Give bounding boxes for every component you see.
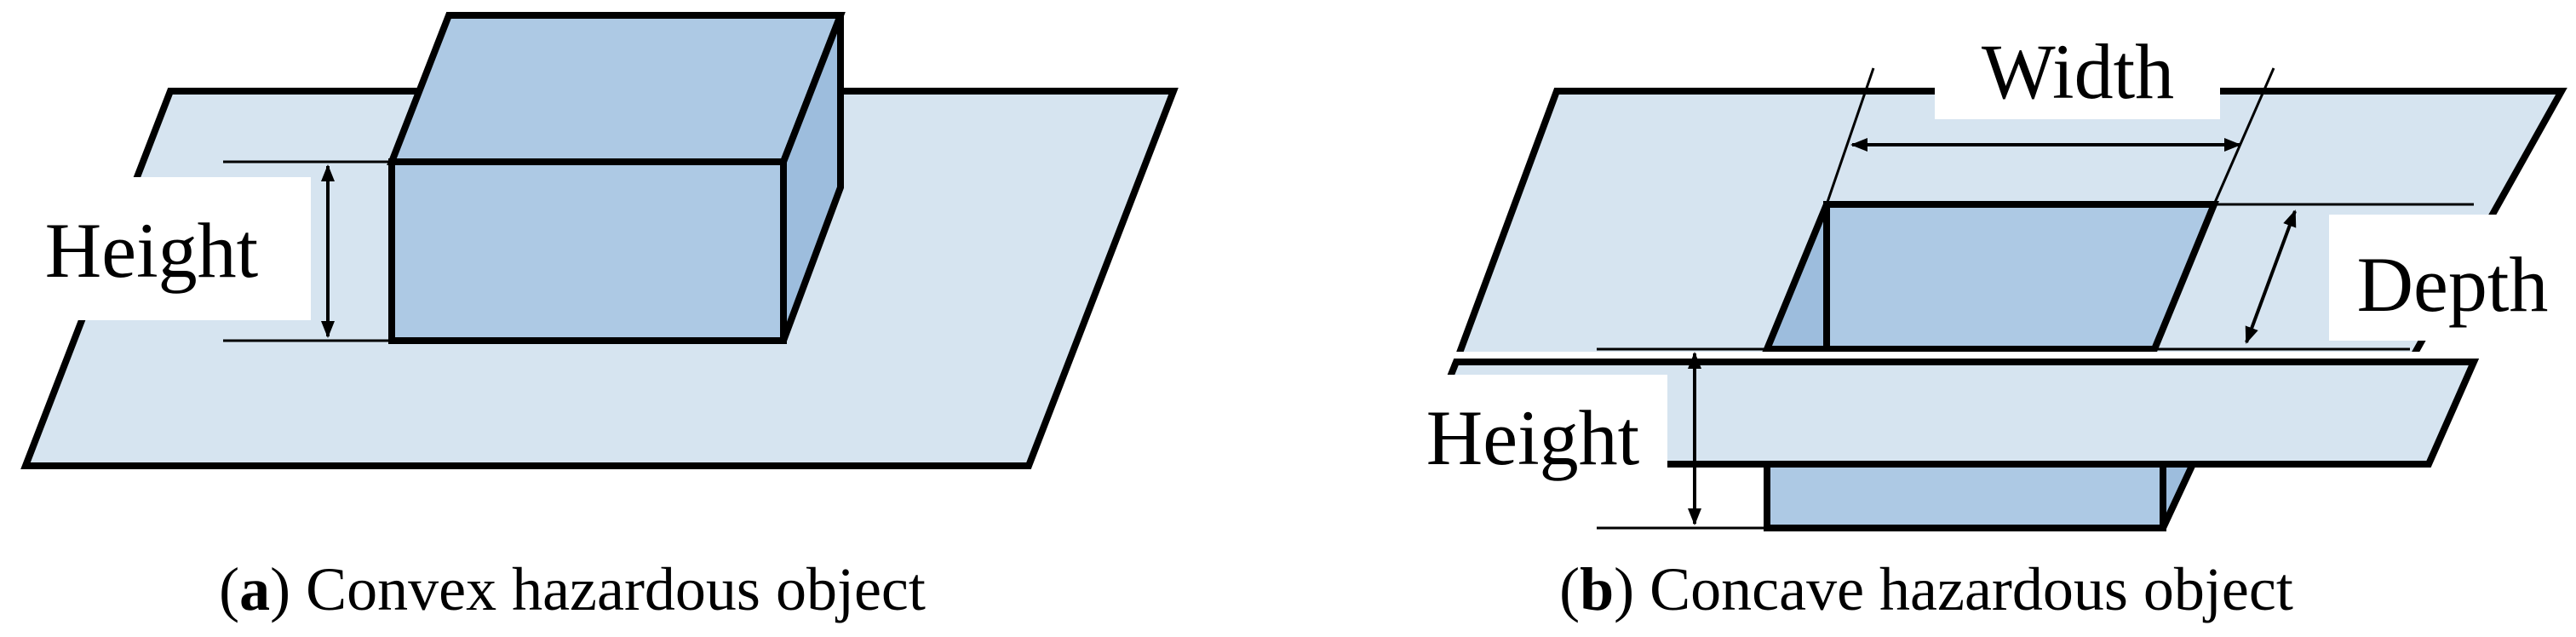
height-label-bg-b (1397, 375, 1667, 490)
height-label-a: Height (45, 207, 259, 294)
width-label: Width (1982, 28, 2174, 115)
panel-a-convex: Height (a) Convex hazardous object (19, 12, 1179, 623)
box-top-face (387, 12, 846, 165)
depth-label: Depth (2357, 241, 2549, 328)
hole-back-wall (1823, 201, 2219, 353)
caption-a: (a) Convex hazardous object (219, 555, 926, 623)
caption-tag-b: b (1580, 555, 1614, 623)
caption-b: (b) Concave hazardous object (1559, 555, 2293, 623)
hole-bottom-side (2160, 461, 2199, 530)
caption-text-a: Convex hazardous object (306, 555, 926, 623)
depth-label-bg (2329, 215, 2576, 341)
width-extension-right (2212, 67, 2275, 205)
depth-dimension-arrow (2245, 209, 2297, 344)
width-extension-left (1825, 67, 1875, 205)
height-label-b: Height (1426, 394, 1640, 481)
caption-text-b: Concave hazardous object (1649, 555, 2293, 623)
caption-tag-a: a (239, 555, 270, 623)
panel-b-concave: Width Depth Height (b) Concave hazardous… (1397, 19, 2576, 623)
width-label-bg (1935, 19, 2220, 119)
box-front-face (388, 158, 787, 344)
height-label-bg-a (19, 177, 311, 320)
hole-bottom-front (1764, 461, 2166, 531)
